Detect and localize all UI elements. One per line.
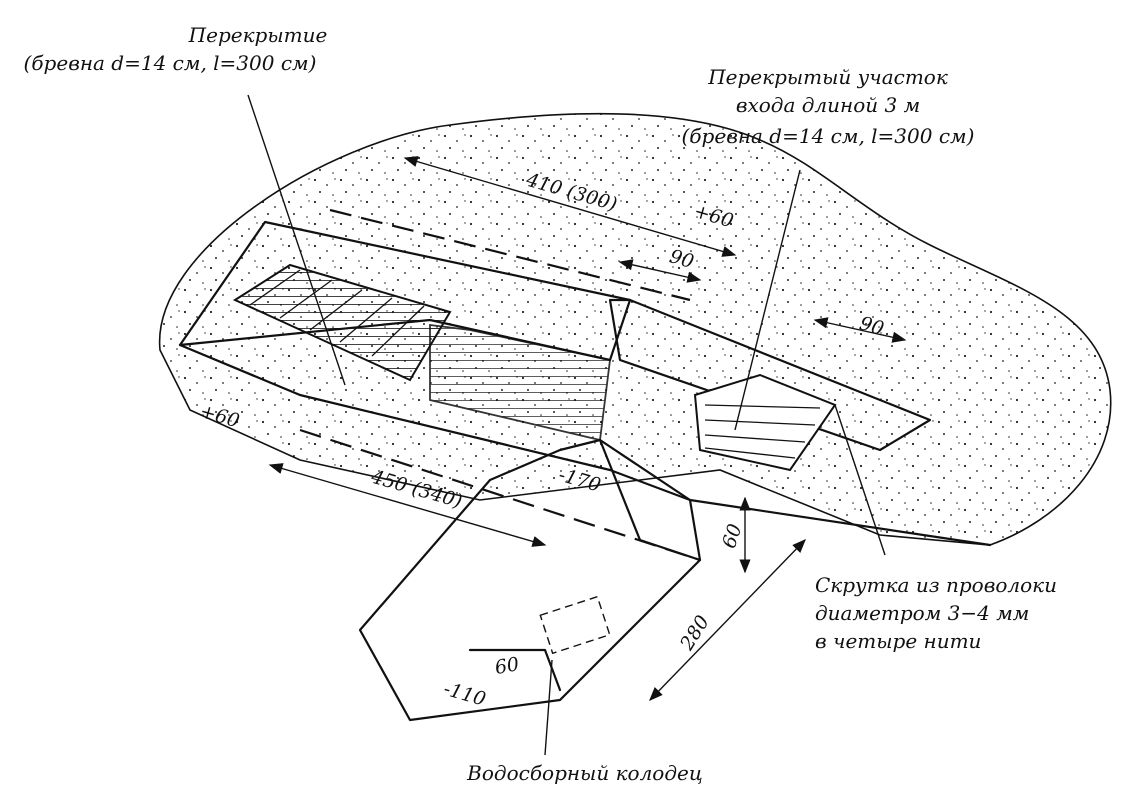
caption-roof-line2: (бревна d=14 см, l=300 см) [24,51,317,75]
sump-step [468,648,562,692]
leader-wire [834,404,886,556]
dim-ramp-length: 280 [675,612,713,655]
leader-roof [247,94,346,386]
earth-mound [159,112,1112,546]
dim-line-entrance-width [813,317,907,343]
leader-entrance [734,169,801,431]
caption-entrance-line3: (бревна d=14 см, l=300 см) [682,124,975,148]
entrance-roof-logs [693,373,837,472]
caption-wire-line2: диаметром 3−4 мм [815,601,1029,625]
caption-entrance-line1: Перекрытый участок [707,65,948,89]
dim-sump-width: 60 [493,653,521,679]
entrance-parapet [608,298,932,452]
caption-roof-line1: Перекрытие [188,23,328,47]
dashed-axis-bottom [299,428,701,562]
dim-line-bottom-length [268,463,547,547]
dim-line-top-length [403,156,737,257]
caption-sump: Водосборный колодец [466,761,703,785]
caption-wire-line1: Скрутка из проволоки [815,573,1057,597]
caption-entrance-line2: входа длиной 3 м [736,93,920,117]
leader-sump [544,659,553,756]
caption-wire-line3: в четыре нити [815,629,981,653]
dim-line-ramp [649,538,806,702]
dim-step-height: 60 [718,521,746,551]
main-roof-logs [232,263,452,382]
dim-sump-depth: -110 [441,678,488,711]
dim-line-top-width [618,259,702,283]
trench-interior [429,323,611,442]
trench-near-edge [178,343,992,547]
dashed-axis-top [329,208,691,302]
sump-pit [539,595,611,655]
